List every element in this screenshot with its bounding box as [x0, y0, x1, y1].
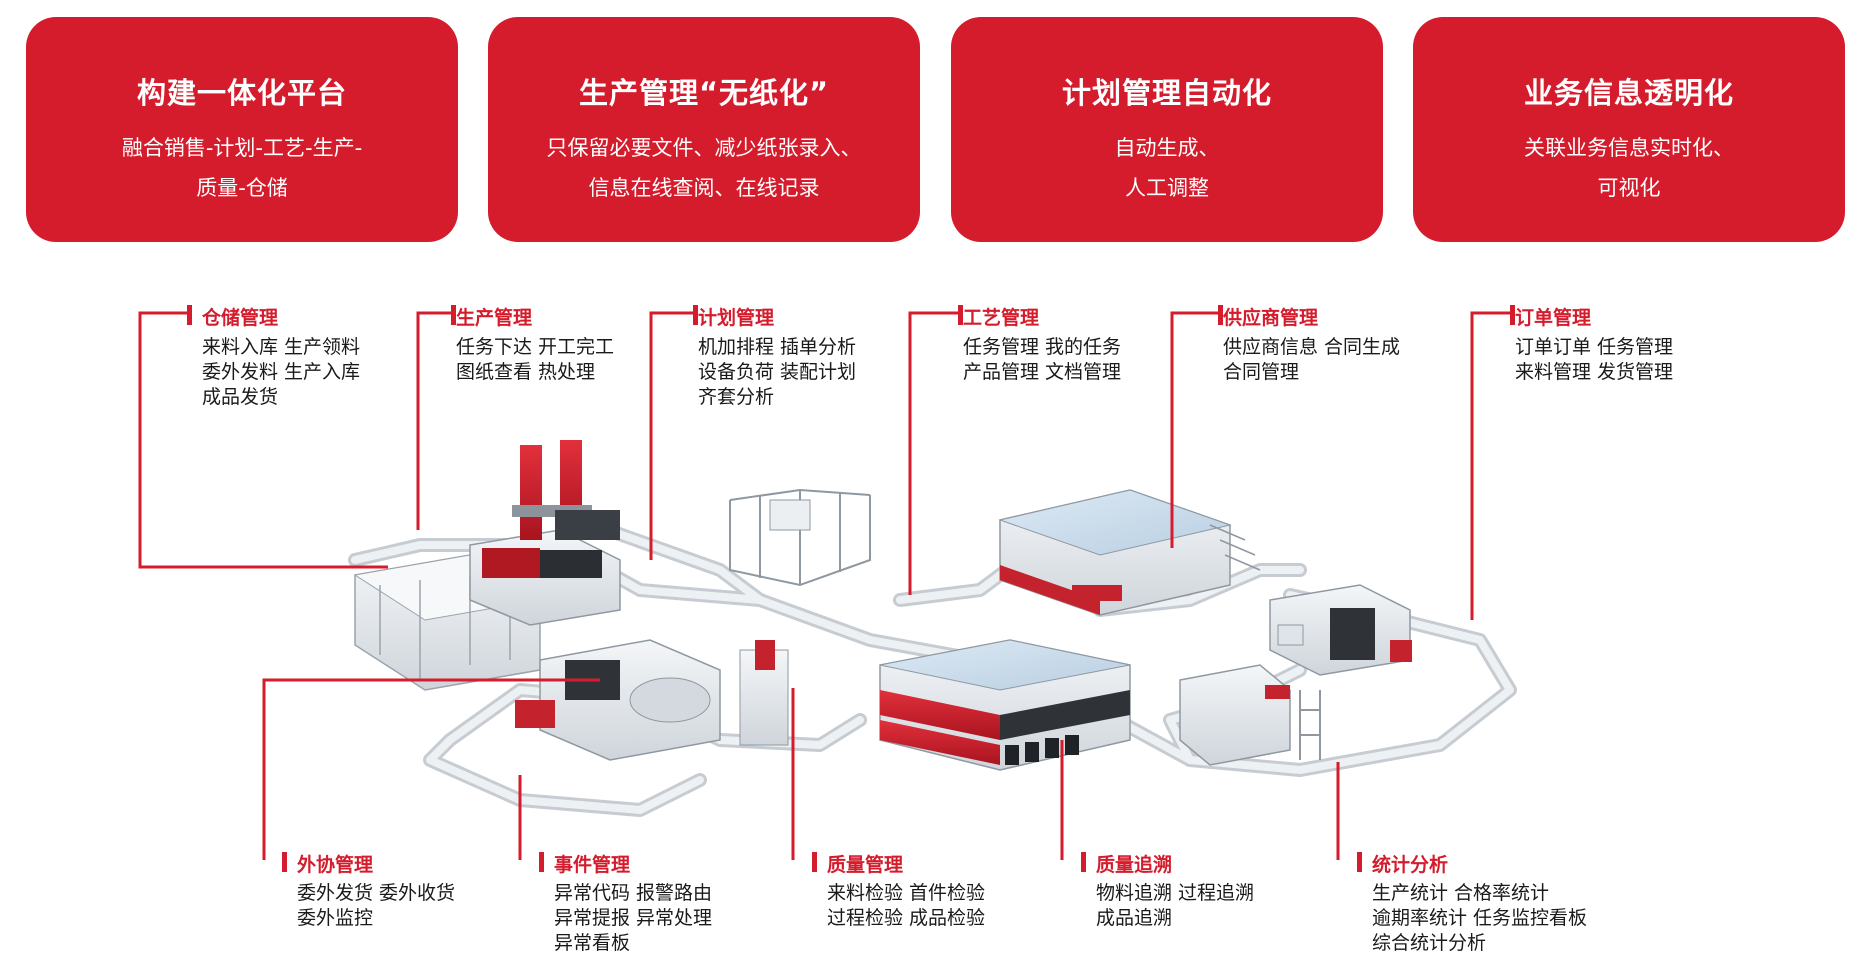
warehouse-title: 仓储管理	[202, 307, 279, 329]
list-item: 生产统计 合格率统计	[1372, 882, 1550, 904]
list-item: 产品管理 文档管理	[963, 361, 1122, 383]
card-line: 只保留必要文件、减少纸张录入、	[546, 136, 862, 160]
supplier-tick	[1218, 305, 1223, 325]
card-title: 生产管理“无纸化”	[578, 76, 830, 110]
event-items: 异常代码 报警路由 异常提报 异常处理 异常看板	[554, 881, 712, 956]
process-title: 工艺管理	[963, 307, 1040, 329]
list-item: 异常看板	[554, 932, 631, 954]
list-item: 设备负荷 装配计划	[698, 361, 857, 383]
outsourcing-items: 委外发货 委外收货 委外监控	[297, 881, 455, 931]
list-item: 异常代码 报警路由	[554, 882, 713, 904]
order-title: 订单管理	[1515, 307, 1592, 329]
planning-title: 计划管理	[698, 307, 775, 329]
list-item: 供应商信息 合同生成	[1223, 336, 1401, 358]
list-item: 机加排程 插单分析	[698, 336, 857, 358]
process-building	[998, 489, 1261, 616]
list-item: 异常提报 异常处理	[554, 907, 713, 929]
list-item: 成品发货	[202, 386, 279, 408]
planning-tick	[693, 305, 698, 325]
list-item: 来料管理 发货管理	[1515, 361, 1674, 383]
stats-tick	[1357, 852, 1362, 872]
card-paperless: 生产管理“无纸化” 只保留必要文件、减少纸张录入、 信息在线查阅、在线记录	[488, 17, 920, 242]
card-title: 业务信息透明化	[1523, 76, 1734, 110]
card-title: 构建一体化平台	[136, 76, 347, 110]
process-tick	[958, 305, 963, 325]
card-integrated-platform: 构建一体化平台 融合销售-计划-工艺-生产- 质量-仓储	[26, 17, 458, 242]
quality-tick	[812, 852, 817, 872]
gantry-cell	[729, 488, 871, 587]
list-item: 逾期率统计 任务监控看板	[1372, 907, 1588, 929]
quality-title: 质量管理	[827, 854, 904, 876]
list-item: 委外发料 生产入库	[202, 361, 361, 383]
list-item: 来料检验 首件检验	[827, 882, 986, 904]
warehouse-items: 来料入库 生产领料 委外发料 生产入库 成品发货	[202, 335, 360, 410]
card-line: 人工调整	[1125, 176, 1209, 200]
production-cell	[469, 440, 621, 626]
leader-lines	[138, 311, 1514, 860]
production-items: 任务下达 开工完工 图纸查看 热处理	[456, 335, 614, 385]
list-item: 物料追溯 过程追溯	[1096, 882, 1255, 904]
card-line: 质量-仓储	[196, 176, 288, 200]
quality-items: 来料检验 首件检验 过程检验 成品检验	[827, 881, 985, 931]
outsourcing-cell	[515, 639, 789, 761]
planning-items: 机加排程 插单分析 设备负荷 装配计划 齐套分析	[698, 335, 856, 410]
list-item: 任务下达 开工完工	[456, 336, 615, 358]
order-items: 订单订单 任务管理 来料管理 发货管理	[1515, 335, 1673, 385]
card-line: 信息在线查阅、在线记录	[588, 176, 820, 200]
list-item: 成品追溯	[1096, 907, 1173, 929]
stats-items: 生产统计 合格率统计 逾期率统计 任务监控看板 综合统计分析	[1372, 881, 1587, 956]
order-tick	[1510, 305, 1515, 325]
card-line: 可视化	[1597, 176, 1661, 200]
production-tick	[451, 305, 456, 325]
stats-title: 统计分析	[1372, 854, 1449, 876]
card-plan-automation: 计划管理自动化 自动生成、 人工调整	[951, 17, 1383, 242]
list-item: 合同管理	[1223, 361, 1300, 383]
trace-tick	[1081, 852, 1086, 872]
card-line: 关联业务信息实时化、	[1524, 136, 1734, 160]
outsourcing-title: 外协管理	[297, 854, 374, 876]
trace-title: 质量追溯	[1096, 854, 1173, 876]
event-title: 事件管理	[554, 854, 631, 876]
list-item: 委外发货 委外收货	[297, 882, 456, 904]
list-item: 图纸查看 热处理	[456, 361, 596, 383]
order-cell	[1269, 584, 1412, 676]
list-item: 来料入库 生产领料	[202, 336, 361, 358]
event-tick	[539, 852, 544, 872]
warehouse-tick	[187, 305, 192, 325]
quality-building	[879, 639, 1131, 771]
card-title: 计划管理自动化	[1061, 76, 1272, 110]
process-items: 任务管理 我的任务 产品管理 文档管理	[963, 335, 1121, 385]
trace-cell	[1179, 664, 1321, 766]
production-title: 生产管理	[456, 307, 533, 329]
list-item: 过程检验 成品检验	[827, 907, 986, 929]
trace-items: 物料追溯 过程追溯 成品追溯	[1096, 881, 1254, 931]
list-item: 齐套分析	[698, 386, 775, 408]
list-item: 委外监控	[297, 907, 374, 929]
card-line: 自动生成、	[1114, 136, 1220, 160]
list-item: 任务管理 我的任务	[963, 336, 1122, 358]
card-transparency: 业务信息透明化 关联业务信息实时化、 可视化	[1413, 17, 1845, 242]
supplier-title: 供应商管理	[1223, 307, 1319, 329]
list-item: 订单订单 任务管理	[1515, 336, 1674, 358]
card-line: 融合销售-计划-工艺-生产-	[121, 136, 363, 160]
supplier-items: 供应商信息 合同生成 合同管理	[1223, 335, 1400, 385]
list-item: 综合统计分析	[1372, 932, 1487, 954]
outsourcing-tick	[282, 852, 287, 872]
